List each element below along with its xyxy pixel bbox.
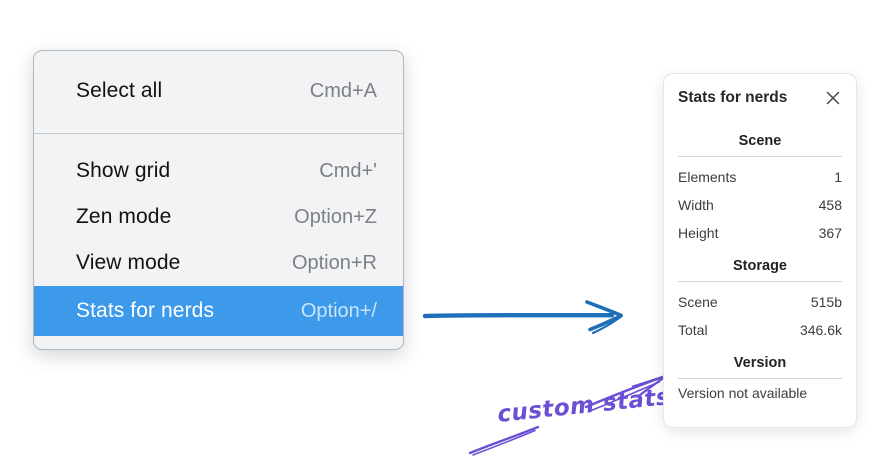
stat-value: 1 <box>834 169 842 185</box>
flow-arrow <box>422 300 623 335</box>
stat-value: 367 <box>818 225 842 241</box>
menu-divider <box>34 133 403 134</box>
stats-section-title: Storage <box>733 258 787 274</box>
context-menu: Select all Cmd+A Show grid Cmd+' Zen mod… <box>33 50 404 350</box>
stats-panel-title: Stats for nerds <box>678 89 788 106</box>
stat-value: 458 <box>818 197 842 213</box>
close-button[interactable] <box>824 89 842 107</box>
stats-panel-header: Stats for nerds <box>678 86 842 110</box>
annotation-custom-stats-label: custom stats <box>496 384 672 428</box>
stats-panel: Stats for nerds Scene Elements 1 Width 4… <box>663 73 857 428</box>
menu-item[interactable]: Stats for nerds Option+/ <box>34 286 403 336</box>
menu-item-shortcut: Option+R <box>291 251 377 274</box>
stat-row: Total 346.6k <box>678 316 842 344</box>
menu-item[interactable]: Zen mode Option+Z <box>34 194 403 240</box>
section-divider <box>678 281 842 282</box>
menu-item-label: Zen mode <box>76 205 172 228</box>
menu-item-shortcut: Cmd+' <box>319 159 377 182</box>
stats-section-rows: Version not available <box>678 385 842 401</box>
stats-section-title: Scene <box>738 133 782 149</box>
stat-row: Width 458 <box>678 191 842 219</box>
menu-item-shortcut: Cmd+A <box>309 79 377 102</box>
stat-label: Height <box>678 225 719 241</box>
stats-section-rows: Scene 515b Total 346.6k <box>678 288 842 344</box>
menu-item-shortcut: Option+/ <box>300 299 377 322</box>
menu-item-label: View mode <box>76 251 181 274</box>
stat-label: Total <box>678 322 708 338</box>
stat-row: Elements 1 <box>678 163 842 191</box>
stat-row: Height 367 <box>678 219 842 247</box>
menu-item[interactable]: Select all Cmd+A <box>34 63 403 119</box>
menu-group: Select all Cmd+A <box>34 63 403 119</box>
menu-item[interactable]: Show grid Cmd+' <box>34 148 403 194</box>
stats-section: Storage Scene 515b Total 346.6k <box>678 255 842 344</box>
section-divider <box>678 156 842 157</box>
x-icon <box>826 91 840 105</box>
menu-item-shortcut: Option+Z <box>294 205 377 228</box>
menu-item-label: Stats for nerds <box>76 299 215 322</box>
stat-label: Scene <box>678 294 718 310</box>
stat-row: Scene 515b <box>678 288 842 316</box>
menu-group: Show grid Cmd+' Zen mode Option+Z View m… <box>34 148 403 336</box>
menu-item-label: Select all <box>76 79 163 102</box>
stat-value: 515b <box>810 294 842 310</box>
stats-section-rows: Elements 1 Width 458 Height 367 <box>678 163 842 247</box>
section-divider <box>678 378 842 379</box>
version-note: Version not available <box>678 385 808 401</box>
stat-label: Elements <box>678 169 737 185</box>
menu-item-label: Show grid <box>76 159 171 182</box>
stats-panel-sections: Scene Elements 1 Width 458 Height 367 St… <box>678 130 842 401</box>
stats-section: Version Version not available <box>678 352 842 401</box>
stats-section-title: Version <box>733 355 787 371</box>
stat-value: 346.6k <box>799 322 842 338</box>
stats-section: Scene Elements 1 Width 458 Height 367 <box>678 130 842 247</box>
stat-label: Width <box>678 197 714 213</box>
menu-item[interactable]: View mode Option+R <box>34 240 403 286</box>
